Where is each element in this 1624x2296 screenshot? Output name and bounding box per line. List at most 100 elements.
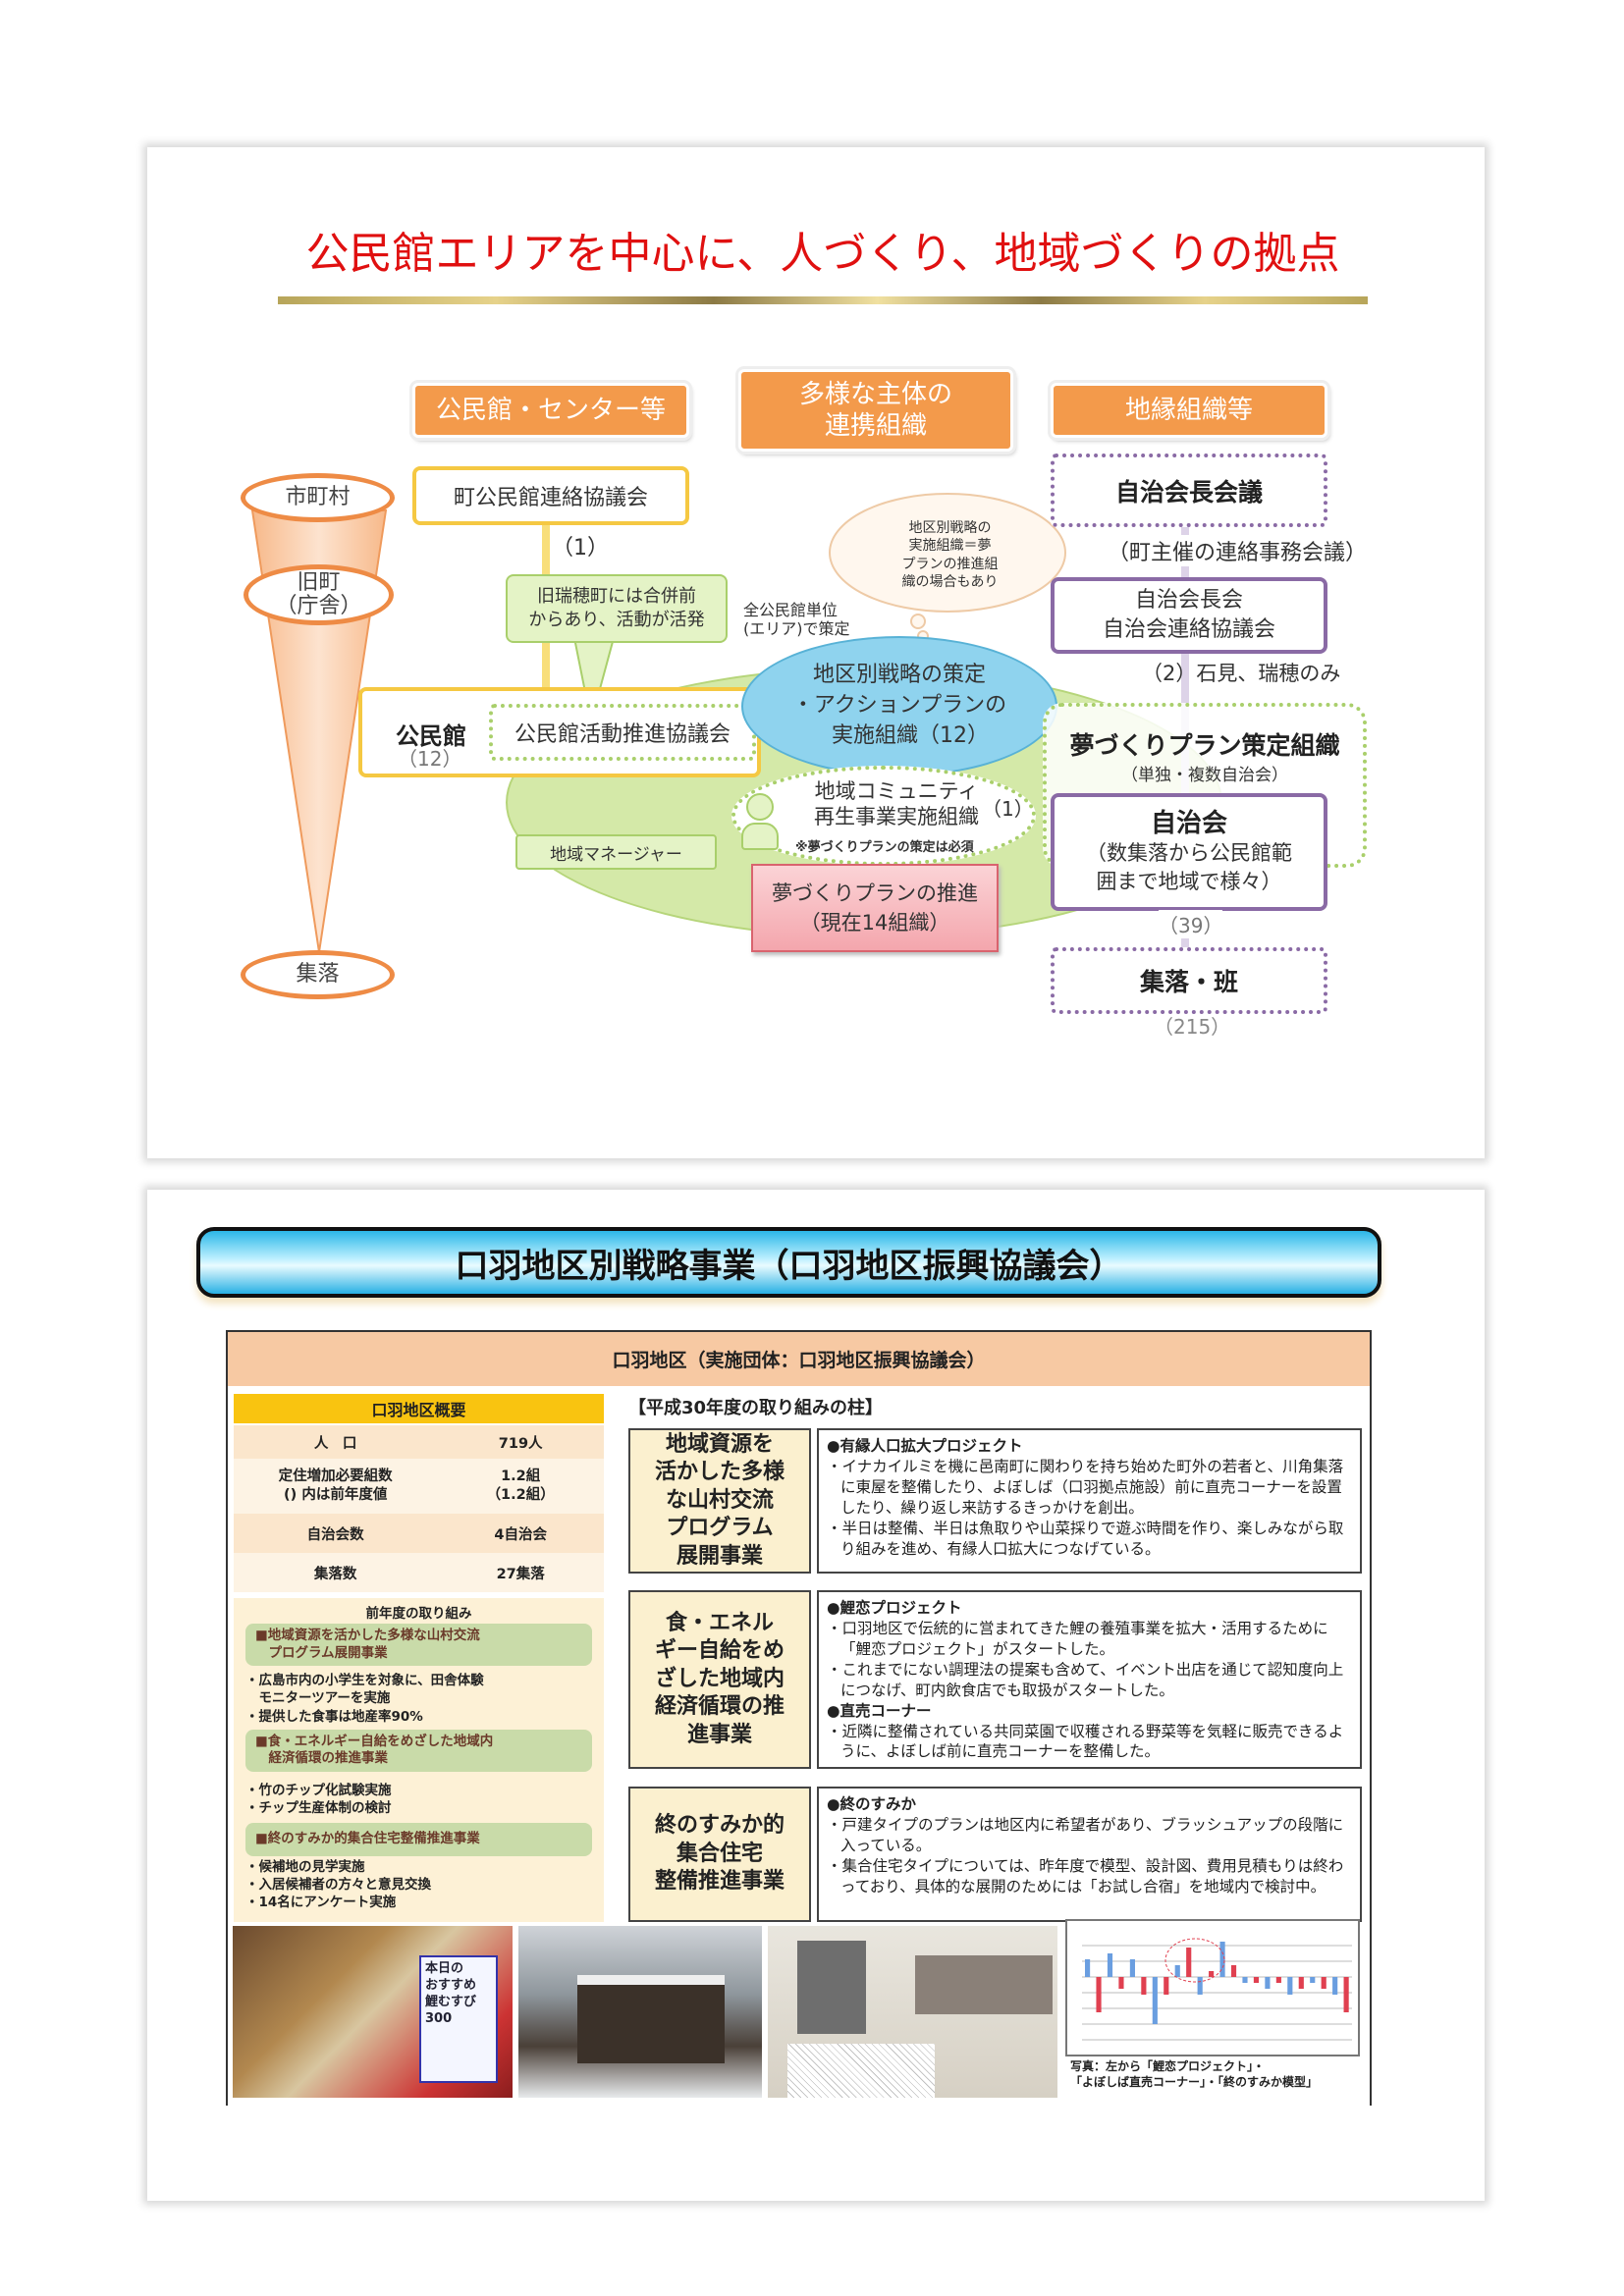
gold-divider: [278, 296, 1368, 304]
chair-meeting: 自治会長会議: [1051, 454, 1327, 527]
project-item: ・戸建タイプのプランは地区内に希望者があり、ブラッシュアップの段階に入っている。: [827, 1815, 1344, 1854]
previous-item-band: ■地域資源を活かした多様な山村交流 プログラム展開事業: [245, 1624, 592, 1667]
graph-bar: [1321, 1977, 1326, 1989]
overview-row: 定住増加必要組数 () 内は前年度値 1.2組 （1.2組）: [234, 1459, 604, 1514]
kominkan-activity-council: 公民館活動推進協議会: [489, 704, 756, 761]
pillar-label: 食・エネル ギー自給をめ ざした地域内 経済循環の推 進事業: [628, 1590, 811, 1769]
slide2-title: 口羽地区別戦略事業（口羽地区振興協議会）: [196, 1227, 1381, 1298]
graph-bar: [1287, 1977, 1293, 1995]
previous-year-title: 前年度の取り組み: [365, 1606, 472, 1622]
project-item: ・イナカイルミを機に邑南町に関わりを持ち始めた町外の若者と、川角集落に東屋を整備…: [827, 1457, 1344, 1517]
overview-title: 口羽地区概要: [234, 1394, 604, 1423]
header-kominkan-center: 公民館・センター等: [412, 383, 689, 438]
photo-sign: 本日の おすすめ 鯉むすび 300: [419, 1955, 498, 2083]
community-org: 地域コミュニティ 再生事業実施組織: [814, 779, 979, 829]
chair-meeting-note: （町主催の連絡事務会議）: [1108, 535, 1368, 566]
pillar-label: 地域資源を 活かした多様 な山村交流 プログラム 展開事業: [628, 1428, 811, 1574]
yume-plan-promotion: 夢づくりプランの推進 （現在14組織）: [751, 864, 999, 952]
level-municipality: 市町村: [241, 473, 395, 522]
village-group: 集落・班: [1051, 947, 1327, 1014]
graph-bar: [1275, 1977, 1281, 1983]
overview-value: 719人: [498, 1435, 543, 1452]
person-body-icon: [741, 823, 779, 850]
overview-table: 人 口 719人 定住増加必要組数 () 内は前年度値 1.2組 （1.2組） 自治…: [234, 1425, 604, 1592]
population-graph: [1065, 1919, 1360, 2056]
graph-bar: [1174, 1965, 1180, 1977]
overview-key: 集落数: [313, 1566, 357, 1582]
graph-bar: [1310, 1977, 1316, 1983]
model-plan-drawing: [787, 2044, 935, 2098]
project-heading: ●鯉恋プロジェクト: [827, 1599, 962, 1617]
project-heading: ●有縁人口拡大プロジェクト: [827, 1437, 1023, 1455]
header-community-org: 地縁組織等: [1051, 383, 1327, 438]
model-house: [797, 1941, 866, 2034]
table-subheader: 口羽地区（実施団体：口羽地区振興協議会）: [228, 1332, 1370, 1386]
strategy-ellipse: 地区別戦略の策定 ・アクションプランの 実施組織（12）: [741, 636, 1057, 776]
chair-association-note: （2）石見、瑞穂のみ: [1142, 662, 1341, 685]
callout-mizuho: 旧瑞穂町には合併前 からあり、活動が活発: [506, 574, 728, 643]
pillar-description: ●有縁人口拡大プロジェクト・イナカイルミを機に邑南町に関わりを持ち始めた町外の若…: [817, 1428, 1362, 1574]
jichikai-count: （39）: [1159, 910, 1223, 938]
population-graph-svg: [1082, 1938, 1352, 2041]
jichikai-label: 自治会: [1150, 809, 1227, 838]
graph-bar: [1085, 1959, 1091, 1977]
jichikai-sub: （数集落から公民館範 囲まで地域で様々）: [1086, 841, 1292, 894]
project-heading: ●終のすみか: [827, 1795, 917, 1813]
pillar-description: ●終のすみか・戸建タイプのプランは地区内に希望者があり、ブラッシュアップの段階に…: [817, 1787, 1362, 1922]
graph-bar: [1343, 1977, 1349, 2012]
graph-bar: [1141, 1977, 1147, 1995]
graph-bar: [1186, 1948, 1192, 1977]
callout-tail: [572, 638, 616, 722]
slide1-title: 公民館エリアを中心に、人づくり、地域づくりの拠点: [305, 229, 1340, 279]
project-heading: ●直売コーナー: [827, 1701, 932, 1720]
photo-yoboshiba-building: [518, 1926, 762, 2098]
graph-bar: [1230, 1965, 1237, 1977]
graph-bar: [1265, 1977, 1271, 1989]
header-multi-actor: 多様な主体の 連携組織: [738, 369, 1013, 452]
jichikai-box: [1051, 793, 1327, 911]
project-item: ・集合住宅タイプについては、昨年度で模型、設計図、費用見積もりは終わっており、具…: [827, 1856, 1344, 1896]
cloud-shape: [829, 493, 1066, 642]
building-shape: [577, 1975, 725, 2063]
community-count: （1）: [982, 797, 1034, 821]
person-icon: [746, 793, 774, 821]
graph-bar: [1118, 1977, 1124, 1989]
project-table: [226, 1330, 1372, 2106]
village-count: （215）: [1154, 1015, 1231, 1039]
chair-association: 自治会長会 自治会連絡協議会: [1051, 577, 1327, 654]
project-item: ・口羽地区で伝統的に営まれてきた鯉の養殖事業を拡大・活用するために「鯉恋プロジェ…: [827, 1619, 1328, 1658]
graph-bar: [1242, 1977, 1248, 1983]
overview-row: 人 口 719人: [234, 1425, 604, 1459]
overview-key: 人 口: [313, 1435, 357, 1452]
previous-item-band: ■食・エネルギー自給をめざした地域内 経済循環の推進事業: [245, 1729, 592, 1772]
graph-highlight: [1164, 1938, 1225, 1983]
photo-caption: 写真：左から「鯉恋プロジェクト」・ 「よぼしば直売コーナー」・「終のすみか模型」: [1070, 2059, 1319, 2089]
graph-bar: [1219, 1942, 1225, 1977]
previous-item-band: ■終のすみか的集合住宅整備推進事業: [245, 1823, 592, 1856]
graph-bar: [1209, 1971, 1215, 1977]
project-item: ・これまでにない調理法の提案も含めて、イベント出店を通じて認知度向上につなげ、町…: [827, 1660, 1344, 1699]
photo-housing-model: [768, 1926, 1057, 2098]
pillar-description: ●鯉恋プロジェクト・口羽地区で伝統的に営まれてきた鯉の養殖事業を拡大・活用するた…: [817, 1590, 1362, 1769]
yume-org-label: 夢づくりプラン策定組織: [1069, 731, 1340, 760]
project-item: ・半日は整備、半日は魚取りや山菜採りで遊ぶ時間を作り、楽しみながら取り組みを進め…: [827, 1519, 1344, 1558]
graph-bar: [1152, 1977, 1158, 2024]
overview-value: 1.2組 （1.2組）: [486, 1468, 555, 1503]
graph-bar: [1129, 1959, 1135, 1977]
kominkan-count: （12）: [398, 747, 462, 771]
overview-key: 自治会数: [306, 1526, 364, 1543]
level-village: 集落: [241, 950, 395, 999]
project-item: ・近隣に整備されている共同菜園で収穫される野菜等を気軽に販売できるように、よぼし…: [827, 1722, 1344, 1761]
previous-item-list: ・竹のチップ化試験実施 ・チップ生産体制の検討: [245, 1782, 392, 1817]
photo-koi-project: 本日の おすすめ 鯉むすび 300: [233, 1926, 513, 2098]
level-old-town: 旧町 （庁舎）: [244, 564, 394, 625]
graph-bar: [1096, 1977, 1102, 2012]
overview-key: 定住増加必要組数 () 内は前年度値: [278, 1468, 393, 1503]
kominkan-label: 公民館: [396, 722, 466, 750]
previous-item-list: ・広島市内の小学生を対象に、田舎体験 モニターツアーを実施 ・提供した食事は地産…: [245, 1673, 484, 1725]
model-apartment: [915, 1955, 1053, 2014]
previous-year-panel: 前年度の取り組み ■地域資源を活かした多様な山村交流 プログラム展開事業 ・広島…: [234, 1598, 604, 1922]
community-note: ※夢づくりプランの策定は必須: [795, 840, 974, 855]
